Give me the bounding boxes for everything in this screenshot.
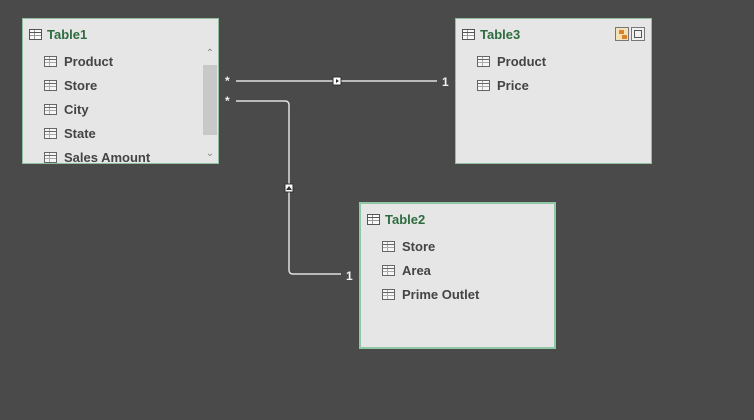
field-item[interactable]: State bbox=[23, 121, 218, 145]
field-label: Product bbox=[497, 53, 547, 69]
field-list: Product Price bbox=[456, 49, 651, 97]
table-card-table3[interactable]: Table3 Product Price bbox=[455, 18, 652, 164]
field-label: Prime Outlet bbox=[402, 286, 480, 302]
hierarchy-icon[interactable] bbox=[615, 27, 629, 41]
field-item[interactable]: Area bbox=[361, 258, 554, 282]
field-item[interactable]: Price bbox=[456, 73, 651, 97]
table-title: Table3 bbox=[480, 26, 521, 42]
column-icon bbox=[44, 151, 57, 163]
table-title: Table1 bbox=[47, 26, 88, 42]
cardinality-one-table3: 1 bbox=[442, 75, 449, 89]
field-list: Store Area Prime Outlet bbox=[361, 234, 554, 306]
table-header[interactable]: Table1 bbox=[23, 19, 218, 49]
table-header[interactable]: Table2 bbox=[361, 204, 554, 234]
cardinality-many-table1-table3: * bbox=[225, 74, 230, 88]
field-item[interactable]: City bbox=[23, 97, 218, 121]
field-label: Store bbox=[402, 238, 436, 254]
column-icon bbox=[382, 288, 395, 300]
field-label: Area bbox=[402, 262, 431, 278]
field-label: Product bbox=[64, 53, 114, 69]
field-label: Sales Amount bbox=[64, 149, 151, 164]
field-list: Product Store City State Sales Amount bbox=[23, 49, 218, 164]
vertical-scrollbar[interactable]: ⌃ ⌄ bbox=[202, 45, 218, 163]
column-icon bbox=[44, 103, 57, 115]
scroll-thumb[interactable] bbox=[203, 65, 217, 135]
field-label: Price bbox=[497, 77, 529, 93]
table-header[interactable]: Table3 bbox=[456, 19, 651, 49]
chevron-down-icon[interactable]: ⌄ bbox=[205, 148, 215, 159]
column-icon bbox=[44, 79, 57, 91]
field-label: Store bbox=[64, 77, 98, 93]
direction-arrow-table1-table2 bbox=[286, 186, 292, 190]
relationship-line-table1-table2[interactable] bbox=[236, 100, 341, 275]
field-item[interactable]: Prime Outlet bbox=[361, 282, 554, 306]
column-icon bbox=[44, 55, 57, 67]
field-item[interactable]: Sales Amount bbox=[23, 145, 218, 164]
column-icon bbox=[477, 55, 490, 67]
direction-marker-table1-table2 bbox=[284, 183, 294, 193]
chevron-up-icon[interactable]: ⌃ bbox=[205, 48, 215, 59]
field-label: State bbox=[64, 125, 96, 141]
cardinality-one-table2: 1 bbox=[346, 269, 353, 283]
direction-marker-table1-table3 bbox=[332, 76, 342, 86]
field-item[interactable]: Product bbox=[456, 49, 651, 73]
maximize-icon[interactable] bbox=[631, 27, 645, 41]
table-icon bbox=[367, 213, 380, 225]
table-title: Table2 bbox=[385, 211, 426, 227]
table-icon bbox=[29, 28, 42, 40]
column-icon bbox=[44, 127, 57, 139]
field-label: City bbox=[64, 101, 89, 117]
column-icon bbox=[477, 79, 490, 91]
cardinality-many-table1-table2: * bbox=[225, 94, 230, 108]
table-icon bbox=[462, 28, 475, 40]
field-item[interactable]: Store bbox=[361, 234, 554, 258]
table-card-table1[interactable]: Table1 Product Store City State Sales Am… bbox=[22, 18, 219, 164]
header-buttons bbox=[615, 27, 645, 41]
field-item[interactable]: Store bbox=[23, 73, 218, 97]
field-item[interactable]: Product bbox=[23, 49, 218, 73]
direction-arrow-table1-table3 bbox=[336, 79, 339, 83]
column-icon bbox=[382, 264, 395, 276]
column-icon bbox=[382, 240, 395, 252]
table-card-table2[interactable]: Table2 Store Area Prime Outlet bbox=[359, 202, 556, 349]
